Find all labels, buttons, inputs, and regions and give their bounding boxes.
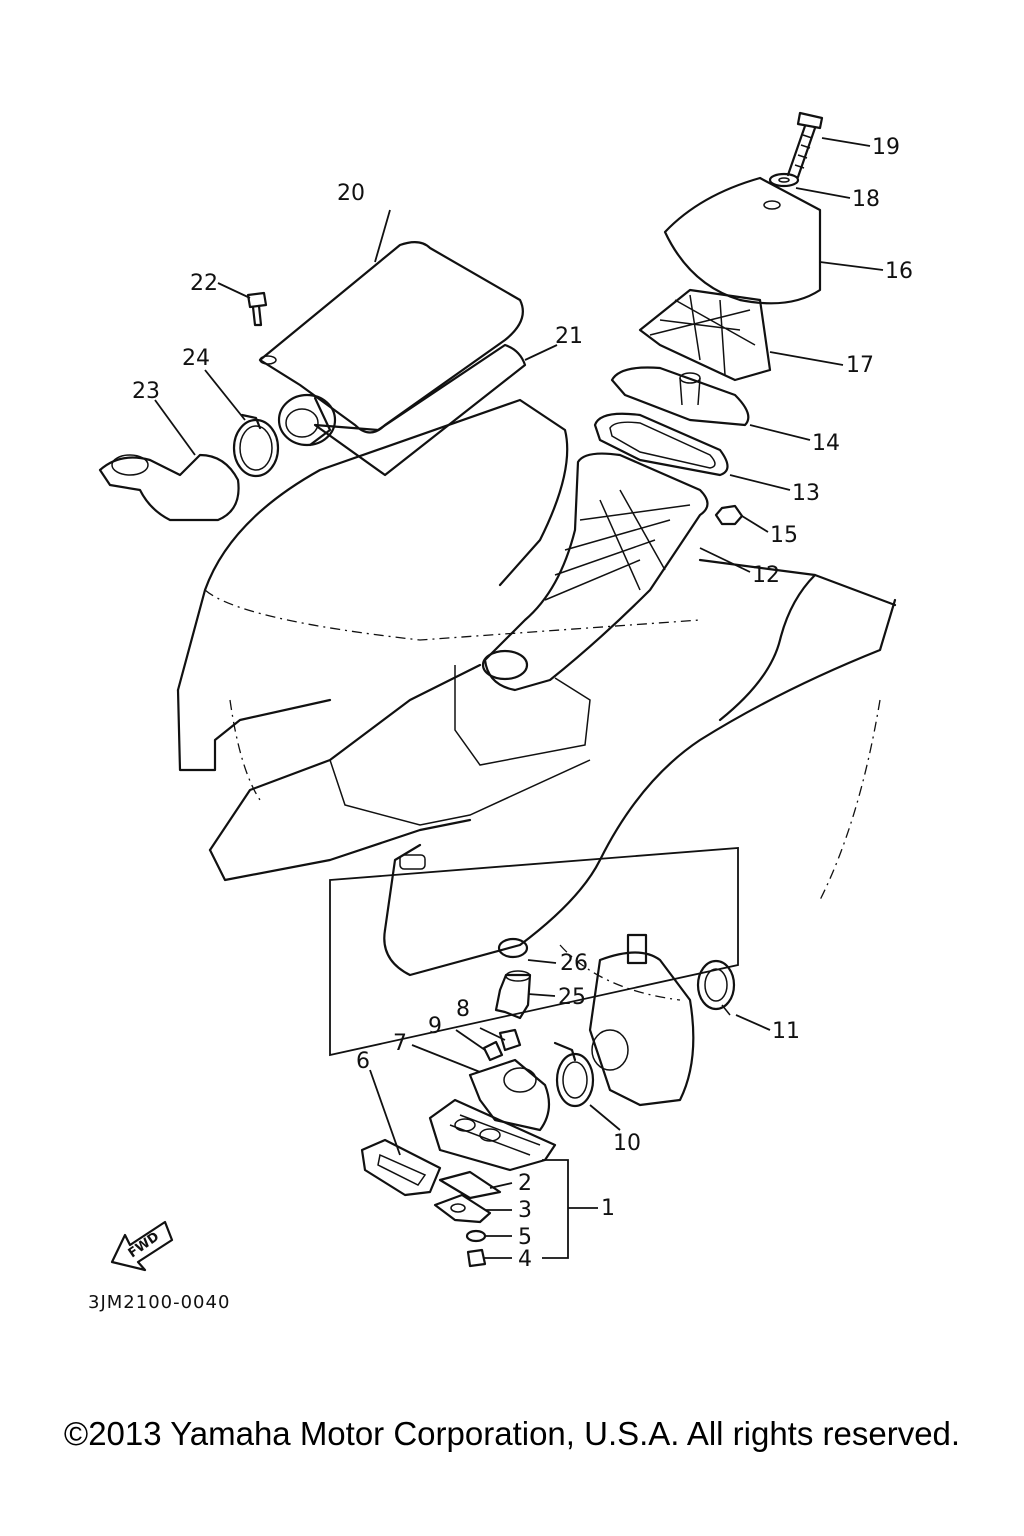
boot-part-25	[494, 970, 532, 1020]
callout-15: 15	[770, 523, 798, 548]
callout-20: 20	[337, 181, 365, 206]
gasket-part-6	[360, 1138, 442, 1197]
gasket-part-13	[593, 412, 729, 477]
drawing-code: 3JM2100-0040	[88, 1292, 230, 1313]
reed-valve-part-1	[428, 1098, 557, 1172]
clamp-part-24	[232, 413, 280, 478]
callout-2: 2	[518, 1171, 532, 1196]
callout-12: 12	[752, 563, 780, 588]
stopper-part-3	[433, 1193, 492, 1224]
callout-17: 17	[846, 353, 874, 378]
callout-13: 13	[792, 481, 820, 506]
gasket-part-21	[313, 343, 527, 477]
callout-24: 24	[182, 346, 210, 371]
callout-19: 19	[872, 135, 900, 160]
callout-8: 8	[456, 997, 470, 1022]
leader-lines	[154, 137, 884, 1259]
fitting-part-8	[498, 1028, 522, 1052]
screw-part-22	[246, 291, 277, 365]
airbox-lid-part-20	[258, 241, 524, 447]
callout-11: 11	[772, 1019, 800, 1044]
copyright-notice: ©2013 Yamaha Motor Corporation, U.S.A. A…	[63, 1415, 961, 1452]
callout-26: 26	[560, 951, 588, 976]
guard-part-17	[638, 288, 772, 382]
callout-4: 4	[518, 1247, 532, 1272]
screw-part-4	[466, 1248, 487, 1268]
callout-23: 23	[132, 379, 160, 404]
callout-3: 3	[518, 1198, 532, 1223]
callout-16: 16	[885, 259, 913, 284]
clamp-part-10	[553, 1041, 595, 1108]
callout-6: 6	[356, 1049, 370, 1074]
callout-22: 22	[190, 271, 218, 296]
callout-14: 14	[812, 431, 840, 456]
nut-part-15	[714, 504, 744, 526]
svg-text:FWD: FWD	[126, 1229, 163, 1261]
cable-ring-part-26	[497, 937, 529, 959]
joint-part-7	[468, 1058, 551, 1132]
bolt-part-19	[786, 111, 824, 179]
callout-5: 5	[518, 1225, 532, 1250]
plate-part-14	[610, 366, 750, 427]
callout-21: 21	[555, 324, 583, 349]
washer-part-5	[465, 1229, 487, 1243]
hose-part-9	[482, 1040, 504, 1062]
hull-body	[176, 398, 897, 1001]
cover-cone-part-16	[663, 176, 822, 305]
callout-9: 9	[428, 1014, 442, 1039]
callout-18: 18	[852, 187, 880, 212]
intake-duct-part-12	[481, 452, 709, 692]
callout-10: 10	[613, 1131, 641, 1156]
carburetor	[588, 933, 695, 1107]
callout-7: 7	[393, 1031, 407, 1056]
washer-part-18	[768, 172, 800, 188]
group-frame	[329, 847, 739, 1057]
fwd-arrow-icon: FWD	[110, 1220, 174, 1272]
intake-elbow-part-23	[98, 453, 240, 522]
reed-part-2	[438, 1170, 502, 1200]
callout-1: 1	[601, 1196, 615, 1221]
callout-25: 25	[558, 985, 586, 1010]
